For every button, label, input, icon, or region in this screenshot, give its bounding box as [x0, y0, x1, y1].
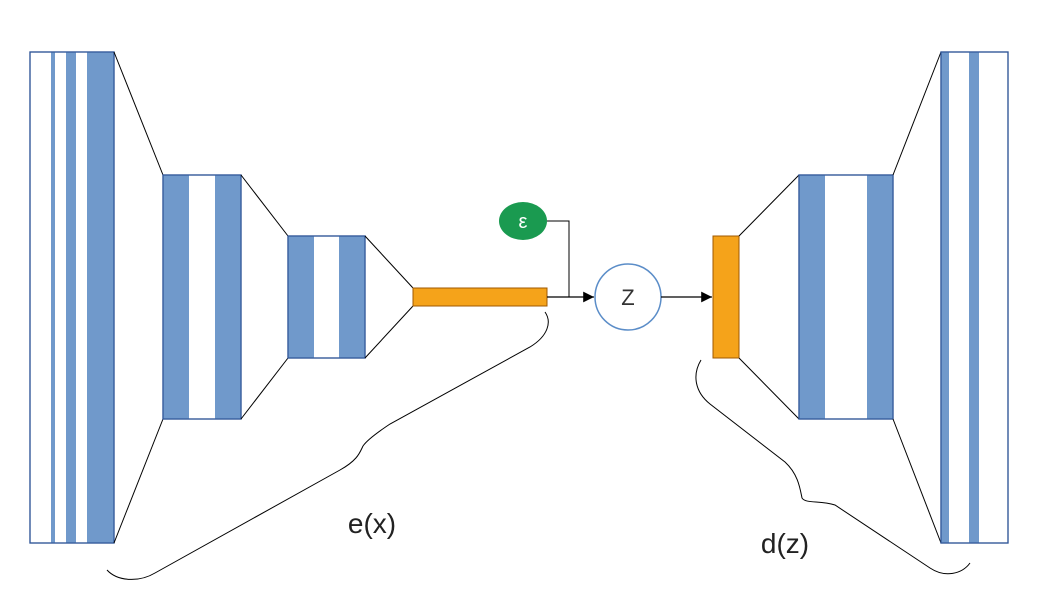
decoder-connector — [892, 418, 942, 544]
epsilon-label: ε — [519, 211, 528, 233]
encoder-layer-2 — [162, 174, 242, 420]
decoder-latent-bar — [712, 235, 740, 359]
decoder-label: d(z) — [761, 528, 809, 559]
encoder-layer-1 — [29, 51, 115, 544]
encoder-connector — [240, 357, 289, 420]
encoder-connector — [240, 174, 289, 237]
encoder-layer-3 — [287, 235, 366, 359]
decoder-layer-1 — [798, 174, 894, 420]
decoder-connector — [738, 357, 800, 420]
encoder-label: e(x) — [348, 508, 396, 539]
encoder-latent-bar — [412, 287, 548, 307]
decoder-connector — [738, 174, 800, 237]
sampling: ε Z — [499, 202, 712, 331]
encoder-connector — [113, 51, 164, 176]
encoder-brace — [106, 311, 549, 580]
encoder-connector — [364, 235, 414, 289]
z-label: Z — [621, 285, 634, 310]
decoder-brace — [695, 359, 971, 575]
decoder — [712, 51, 1009, 544]
encoder-connector — [364, 305, 414, 359]
encoder — [29, 51, 548, 544]
decoder-layer-2 — [940, 51, 1009, 544]
decoder-connector — [892, 51, 942, 176]
epsilon-node — [499, 202, 547, 240]
encoder-connector — [113, 418, 164, 544]
epsilon-connector — [547, 220, 570, 297]
